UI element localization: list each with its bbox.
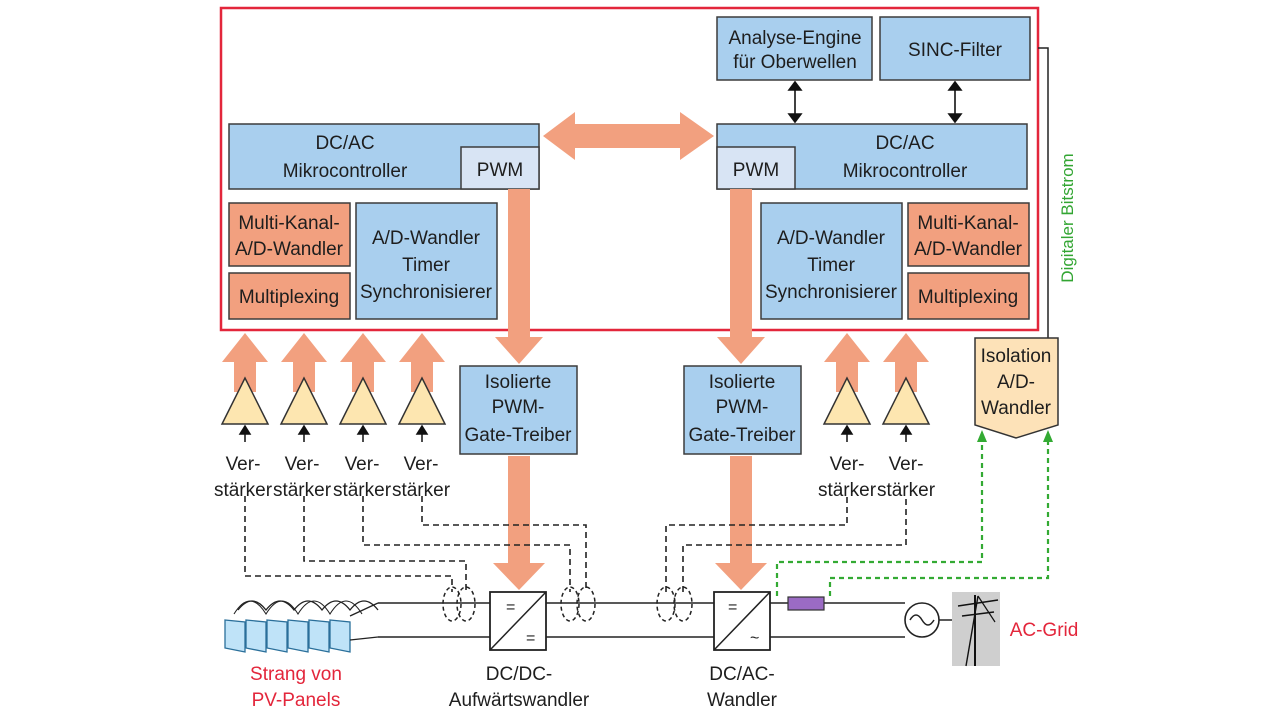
right-mcu-line1: DC/AC [875, 133, 934, 154]
pv-panels-icon [224, 600, 379, 653]
amplifier-icon [220, 376, 270, 425]
right-gate-driver-line1: Isolierte [709, 372, 776, 393]
right-multi-adc-block [907, 202, 1030, 267]
right-multi-adc-line2: A/D-Wandler [914, 239, 1023, 260]
left-pwm-block [460, 146, 540, 190]
amplifier-label-line2: stärker [818, 480, 877, 501]
sinc-filter-block [879, 16, 1031, 81]
dcdc-symbol-top: = [506, 599, 515, 616]
left-pwm-label: PWM [477, 160, 523, 181]
engine-double-arrow [787, 80, 803, 124]
right-mcu-line2: Mikrocontroller [843, 161, 968, 182]
controller-frame [219, 6, 1040, 332]
dcac-symbol-top: = [728, 599, 737, 616]
left-pwm-down-arrow [495, 189, 543, 364]
left-multiplexing-block [228, 272, 351, 320]
amplifier-up-arrows [222, 333, 929, 392]
left-multi-adc-line1: Multi-Kanal- [238, 213, 339, 234]
amplifier-icon [338, 376, 388, 425]
amplifier-icon [279, 376, 329, 425]
shunt-resistor-icon [787, 596, 825, 611]
mcu-link-arrow [543, 112, 714, 160]
left-mcu-line2: Mikrocontroller [283, 161, 408, 182]
analysis-engine-line1: Analyse-Engine [728, 28, 861, 49]
right-multi-adc-line1: Multi-Kanal- [917, 213, 1018, 234]
current-sensors [442, 586, 693, 622]
amplifier-triangles [220, 376, 931, 425]
dcdc-diagonal [489, 591, 547, 651]
right-pwm-label: PWM [733, 160, 779, 181]
amplifier-input-arrows [238, 424, 913, 442]
dcac-diagonal [713, 591, 771, 651]
isolation-adc-line1: Isolation [981, 346, 1052, 367]
left-adc-timer-line3: Synchronisierer [360, 282, 493, 303]
right-adc-timer-line3: Synchronisierer [765, 282, 898, 303]
sense-lines [244, 496, 907, 592]
amplifier-label-line2: stärker [333, 480, 392, 501]
isolation-adc-line3: Wandler [981, 398, 1052, 419]
right-pwm-down-arrow [717, 189, 765, 364]
amplifier-label-line2: stärker [214, 480, 273, 501]
bitstream-line [1038, 47, 1049, 340]
amplifier-labels: Ver- stärker Ver- stärker Ver- stärker V… [214, 454, 936, 501]
pv-string-line2: PV-Panels [252, 690, 341, 711]
right-multiplexing-block [907, 272, 1030, 320]
amplifier-label-line1: Ver- [889, 454, 924, 475]
analysis-engine-line2: für Oberwellen [733, 52, 857, 73]
dcac-label-line2: Wandler [707, 690, 778, 711]
dcac-label-line1: DC/AC- [709, 664, 774, 685]
digital-bitstream-label: Digitaler Bitstrom [1058, 153, 1077, 282]
amplifier-icon [822, 376, 872, 425]
left-multi-adc-line2: A/D-Wandler [235, 239, 344, 260]
right-gate-down-arrow [715, 456, 767, 590]
right-gate-driver-block [683, 365, 802, 455]
left-gate-driver-block [459, 365, 578, 455]
dcdc-label-line2: Aufwärtswandler [449, 690, 590, 711]
amplifier-label-line1: Ver- [404, 454, 439, 475]
ac-grid-label: AC-Grid [1010, 620, 1079, 641]
dcdc-symbol-bottom: = [526, 630, 535, 647]
amplifier-label-line1: Ver- [830, 454, 865, 475]
sinc-double-arrow [947, 80, 963, 124]
right-adc-timer-line1: A/D-Wandler [777, 228, 886, 249]
pv-string-line1: Strang von [250, 664, 342, 685]
dcdc-label-line1: DC/DC- [486, 664, 553, 685]
amplifier-label-line1: Ver- [226, 454, 261, 475]
amplifier-label-line2: stärker [392, 480, 451, 501]
sinc-filter-label: SINC-Filter [908, 40, 1003, 61]
left-adc-timer-line2: Timer [402, 255, 451, 276]
analysis-engine-block [716, 16, 873, 81]
amplifier-icon [881, 376, 931, 425]
isolation-adc-block [974, 337, 1059, 439]
amplifier-label-line2: stärker [273, 480, 332, 501]
left-gate-down-arrow [493, 456, 545, 590]
right-gate-driver-line3: Gate-Treiber [689, 425, 797, 446]
right-multiplexing-label: Multiplexing [918, 287, 1018, 308]
grid-mast-icon [952, 592, 1000, 667]
left-adc-timer-line1: A/D-Wandler [372, 228, 481, 249]
amplifier-label-line1: Ver- [285, 454, 320, 475]
bitstream-sense-lines [775, 430, 1053, 596]
amplifier-label-line2: stärker [877, 480, 936, 501]
left-gate-driver-line3: Gate-Treiber [465, 425, 573, 446]
right-gate-driver-line2: PWM- [716, 397, 769, 418]
amplifier-icon [397, 376, 447, 425]
right-adc-timer-block [760, 202, 903, 320]
isolation-adc-line2: A/D- [997, 372, 1035, 393]
left-gate-driver-line1: Isolierte [485, 372, 552, 393]
left-adc-timer-block [355, 202, 498, 320]
right-adc-timer-line2: Timer [807, 255, 856, 276]
dcac-symbol-bottom: ~ [750, 630, 759, 647]
left-multiplexing-label: Multiplexing [239, 287, 339, 308]
left-multi-adc-block [228, 202, 351, 267]
left-mcu-line1: DC/AC [315, 133, 374, 154]
left-gate-driver-line2: PWM- [492, 397, 545, 418]
amplifier-label-line1: Ver- [345, 454, 380, 475]
power-lines [378, 602, 952, 638]
right-pwm-block [716, 146, 796, 190]
